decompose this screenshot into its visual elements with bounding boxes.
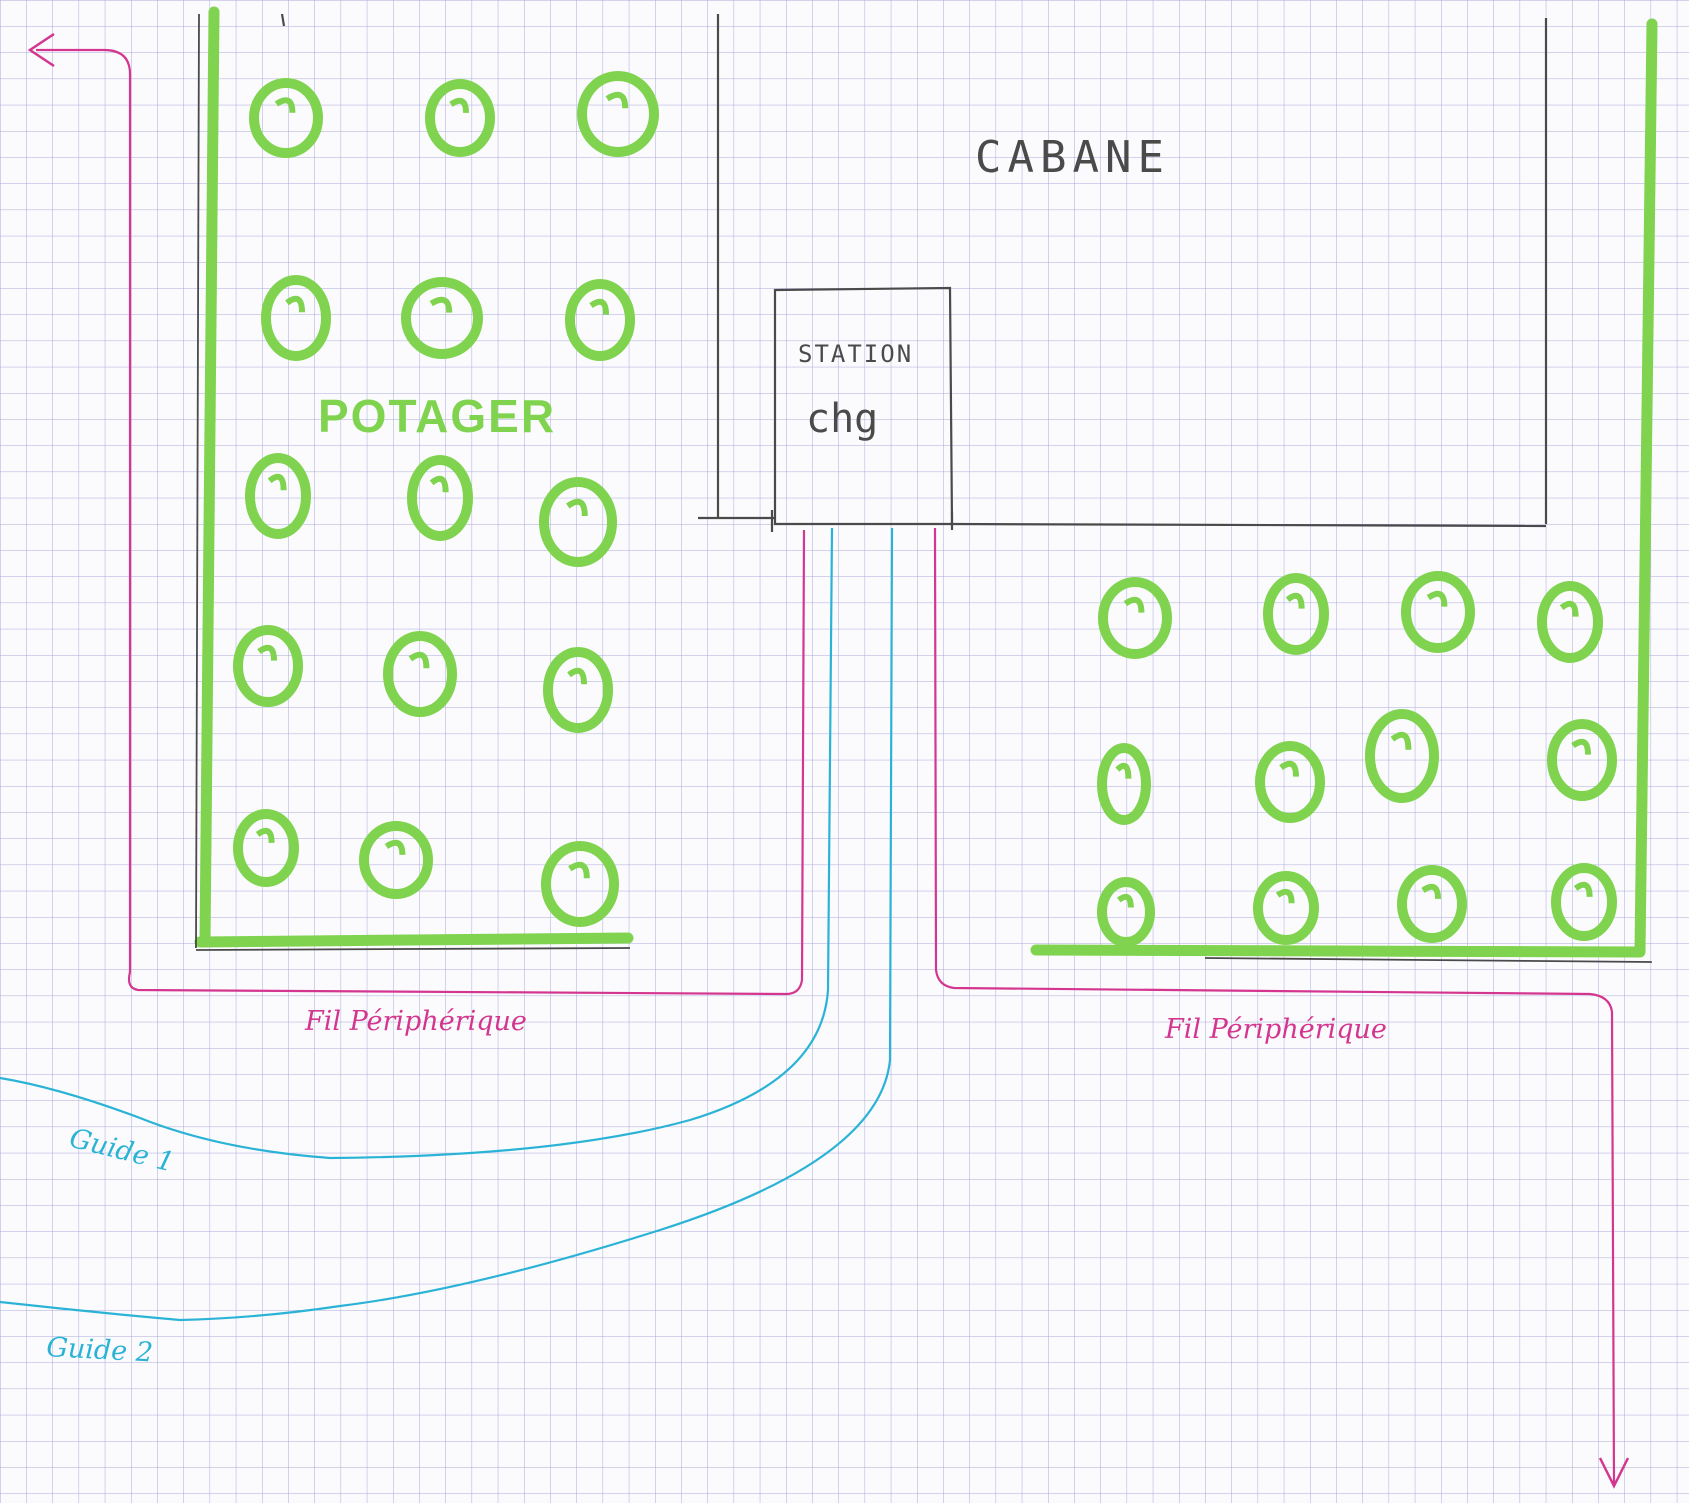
plant-curl-icon: [255, 827, 275, 844]
right-garden-plants: [1097, 571, 1617, 947]
plant-curl-icon: [285, 295, 305, 313]
plant-curl-icon: [566, 498, 588, 517]
circle-plant-icon: [543, 647, 613, 733]
plant-curl-icon: [1123, 596, 1145, 613]
circle-plant-icon: [1097, 877, 1155, 947]
garden-borders: [194, 6, 1658, 958]
perimeter-wire-label-right: Fil Périphérique: [1164, 1014, 1387, 1045]
vegetable-garden-label: POTAGER: [318, 390, 556, 442]
plant-curl-icon: [1275, 888, 1295, 904]
plant-curl-icon: [1573, 881, 1593, 898]
guide-2-label: Guide 2: [46, 1332, 154, 1369]
circle-plant-icon: [233, 809, 299, 887]
plant-curl-icon: [605, 91, 629, 109]
plant-curl-icon: [1117, 893, 1134, 908]
circle-plant-icon: [401, 277, 483, 359]
plant-curl-icon: [568, 861, 590, 879]
circle-plant-icon: [383, 631, 457, 717]
plant-curl-icon: [589, 298, 609, 315]
plant-curl-icon: [384, 839, 406, 856]
plant-curl-icon: [408, 651, 430, 669]
plant-curl-icon: [1559, 600, 1579, 617]
perimeter-wire-right-run: [933, 527, 1616, 1485]
right-garden-border-bottom: [1030, 944, 1646, 958]
right-garden-border-vertical: [1634, 18, 1658, 956]
circle-plant-icon: [539, 477, 617, 567]
plant-curl-icon: [1115, 762, 1132, 779]
down-arrowhead-icon: [1598, 1457, 1630, 1489]
perimeter-wire-label-left: Fil Périphérique: [304, 1006, 527, 1037]
circle-plant-icon: [359, 821, 433, 899]
garden-border-pencil-lines: [195, 13, 1653, 963]
left-garden-border-vertical: [199, 6, 220, 948]
guide-wires: [0, 527, 894, 1322]
plant-curl-icon: [274, 97, 296, 113]
circle-plant-icon: [541, 841, 619, 927]
plant-curl-icon: [1285, 592, 1305, 609]
circle-plant-icon: [425, 79, 495, 157]
left-garden-plants: [233, 71, 659, 927]
circle-plant-icon: [565, 279, 635, 361]
circle-plant-icon: [1537, 581, 1603, 663]
circle-plant-icon: [1397, 865, 1467, 943]
plant-curl-icon: [449, 97, 469, 114]
guide-wire-2: [0, 527, 894, 1322]
circle-plant-icon: [261, 275, 331, 361]
circle-plant-icon: [1263, 573, 1329, 655]
charging-station-box: [770, 286, 954, 532]
plant-curl-icon: [429, 475, 449, 493]
circle-plant-icon: [577, 71, 659, 157]
circle-plant-icon: [407, 455, 473, 541]
plant-curl-icon: [1426, 590, 1448, 607]
station-sublabel: chg: [806, 396, 878, 442]
plant-curl-icon: [429, 296, 453, 313]
circle-plant-icon: [1365, 709, 1439, 803]
circle-plant-icon: [1551, 863, 1617, 941]
left-arrowhead-icon: [27, 32, 55, 68]
perimeter-wire: [36, 48, 1616, 1485]
guide-wire-1: [0, 527, 834, 1160]
plant-curl-icon: [567, 667, 587, 685]
left-garden-border-bottom: [194, 932, 634, 948]
plant-curl-icon: [1279, 760, 1299, 777]
station-label: STATION: [798, 340, 913, 368]
plant-curl-icon: [257, 644, 277, 661]
plant-curl-icon: [1421, 883, 1441, 900]
circle-plant-icon: [245, 453, 311, 539]
plant-curl-icon: [267, 473, 287, 491]
circle-plant-icon: [249, 78, 323, 158]
shed-outline: [280, 13, 1548, 528]
circle-plant-icon: [1253, 871, 1319, 945]
circle-plant-icon: [233, 625, 303, 707]
circle-plant-icon: [1255, 741, 1325, 823]
circle-plant-icon: [1098, 577, 1172, 659]
plant-curl-icon: [1571, 738, 1591, 755]
circle-plant-icon: [1547, 719, 1617, 801]
circle-plant-icon: [1401, 571, 1475, 653]
shed-label: CABANE: [975, 132, 1170, 183]
plant-curl-icon: [1390, 731, 1412, 750]
circle-plant-icon: [1097, 743, 1151, 825]
perimeter-wire-left-run: [36, 48, 806, 996]
